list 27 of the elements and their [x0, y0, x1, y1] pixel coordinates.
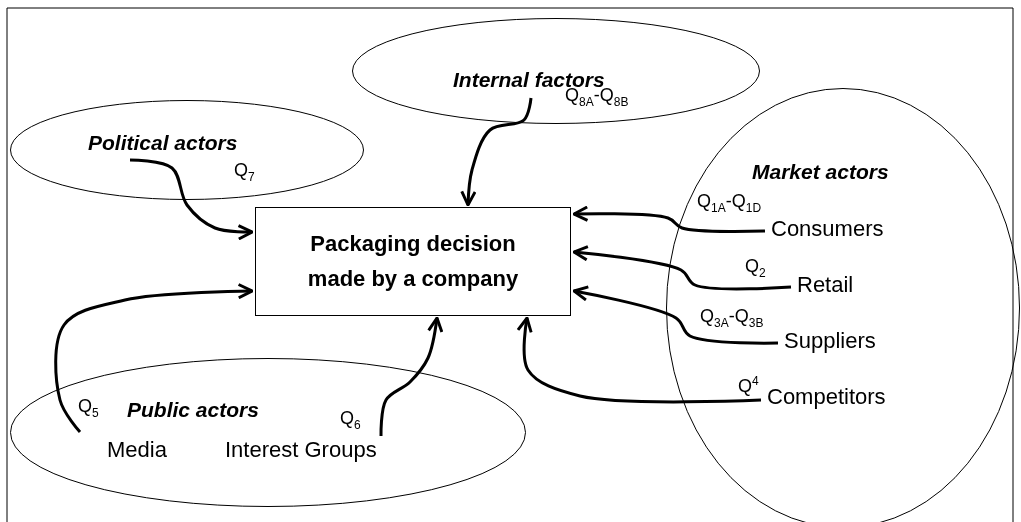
decision-box [255, 207, 571, 316]
edge-label: Q$_{8A}$-Q$_{8B}$ [565, 86, 629, 109]
arrow [572, 205, 766, 233]
actor-label: Retail [797, 272, 854, 297]
edge-label: Q$_{1A}$-Q$_{1D}$ [697, 192, 762, 215]
group-title: Political actors [88, 131, 238, 155]
actor-label: Interest Groups [225, 437, 377, 462]
actor-label: Suppliers [784, 328, 876, 353]
arrow [54, 283, 254, 433]
edge-label: Q$_{2}$ [745, 257, 766, 280]
arrow [129, 158, 254, 241]
group-title: Public actors [127, 398, 259, 422]
edge-label: Q$_{3A}$-Q$_{3B}$ [700, 307, 764, 330]
arrow [572, 245, 792, 291]
edge-label: Q$_{5}$ [78, 397, 99, 420]
decision-text: Packaging decision made by a company [306, 230, 520, 293]
edge-label: Q$^{4}$ [738, 375, 759, 397]
edge-label: Q$_{7}$ [234, 161, 255, 184]
edge-label: Q$_{6}$ [340, 409, 361, 432]
arrow [516, 316, 762, 404]
arrow [460, 97, 533, 207]
actor-label: Media [107, 437, 167, 462]
actor-label: Consumers [771, 216, 884, 241]
arrow [572, 285, 779, 345]
actor-label: Competitors [767, 384, 886, 409]
arrow [379, 316, 444, 436]
group-title: Market actors [752, 160, 889, 184]
